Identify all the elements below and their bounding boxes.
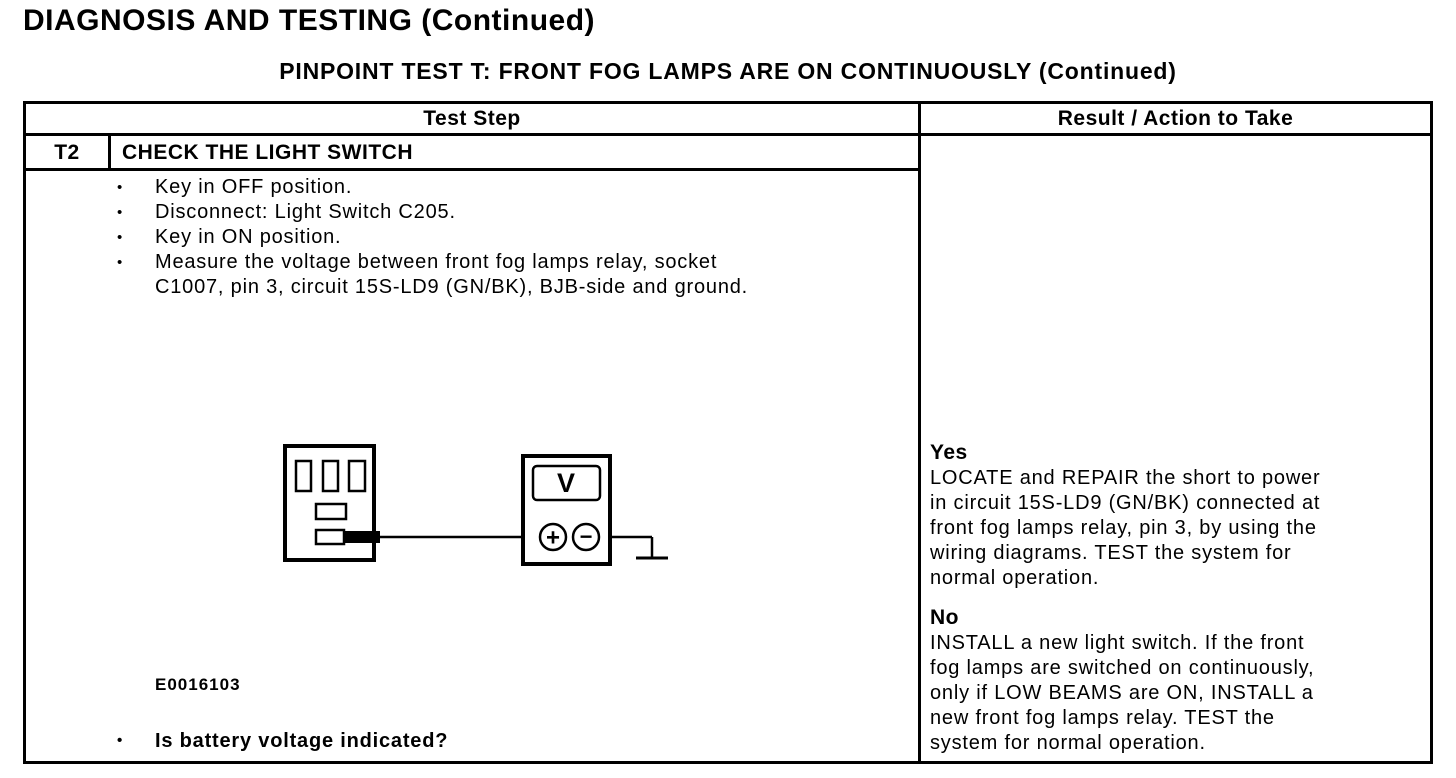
step-title-cell: CHECK THE LIGHT SWITCH bbox=[122, 141, 413, 164]
figure-id-label: E0016103 bbox=[155, 675, 241, 694]
socket-pin-slot bbox=[321, 459, 340, 493]
column-divider bbox=[918, 104, 921, 761]
step-id-divider bbox=[108, 136, 111, 168]
list-item: • Key in OFF position. bbox=[117, 175, 907, 200]
result-no-text: INSTALL a new light switch. If the front… bbox=[930, 632, 1315, 754]
bullet-icon: • bbox=[117, 229, 123, 246]
bullet-icon: • bbox=[117, 732, 123, 749]
action-text: Key in ON position. bbox=[155, 226, 342, 248]
socket-pin-slot bbox=[347, 459, 367, 493]
voltmeter-display bbox=[531, 464, 602, 502]
voltmeter-display-label: V bbox=[557, 468, 575, 498]
step-question: • Is battery voltage indicated? bbox=[117, 728, 907, 754]
action-list: • Key in OFF position. • Disconnect: Lig… bbox=[117, 175, 907, 300]
page-title: DIAGNOSIS AND TESTING (Continued) bbox=[23, 4, 596, 37]
socket-pin-slot bbox=[314, 502, 348, 521]
minus-sign: − bbox=[580, 524, 593, 549]
question-text: Is battery voltage indicated? bbox=[155, 730, 449, 752]
result-no-label: No bbox=[930, 606, 959, 629]
relay-socket bbox=[283, 444, 380, 562]
column-header-result-action: Result / Action to Take bbox=[1057, 107, 1294, 130]
bullet-icon: • bbox=[117, 179, 123, 196]
action-text: Measure the voltage between front fog la… bbox=[155, 251, 749, 298]
probe-connector bbox=[344, 531, 380, 543]
action-text: Key in OFF position. bbox=[155, 176, 353, 198]
negative-terminal-icon bbox=[571, 522, 601, 552]
relay-socket-outline bbox=[283, 444, 376, 562]
step-row-divider bbox=[26, 168, 918, 171]
voltmeter-circuit-diagram: V + − bbox=[283, 444, 668, 566]
plus-sign: + bbox=[546, 524, 560, 551]
voltmeter: V + − bbox=[521, 454, 612, 566]
action-text: Disconnect: Light Switch C205. bbox=[155, 201, 456, 223]
result-yes-label: Yes bbox=[930, 441, 968, 464]
list-item: • Measure the voltage between front fog … bbox=[117, 250, 907, 300]
diagnostic-test-table: Test Step Result / Action to Take T2 CHE… bbox=[23, 101, 1433, 764]
list-item: • Disconnect: Light Switch C205. bbox=[117, 200, 907, 225]
list-item: • Key in ON position. bbox=[117, 225, 907, 250]
bullet-icon: • bbox=[117, 204, 123, 221]
positive-terminal-icon bbox=[538, 522, 568, 552]
result-yes-text: LOCATE and REPAIR the short to power in … bbox=[930, 467, 1321, 589]
socket-pin-slot bbox=[294, 459, 313, 493]
column-header-test-step: Test Step bbox=[423, 107, 521, 130]
result-action-cell: Yes LOCATE and REPAIR the short to power… bbox=[930, 440, 1432, 756]
header-row-divider bbox=[26, 133, 1430, 136]
pinpoint-test-title: PINPOINT TEST T: FRONT FOG LAMPS ARE ON … bbox=[279, 58, 1177, 84]
bullet-icon: • bbox=[117, 254, 123, 271]
step-id-cell: T2 bbox=[54, 141, 80, 164]
socket-pin-slot bbox=[314, 528, 346, 546]
